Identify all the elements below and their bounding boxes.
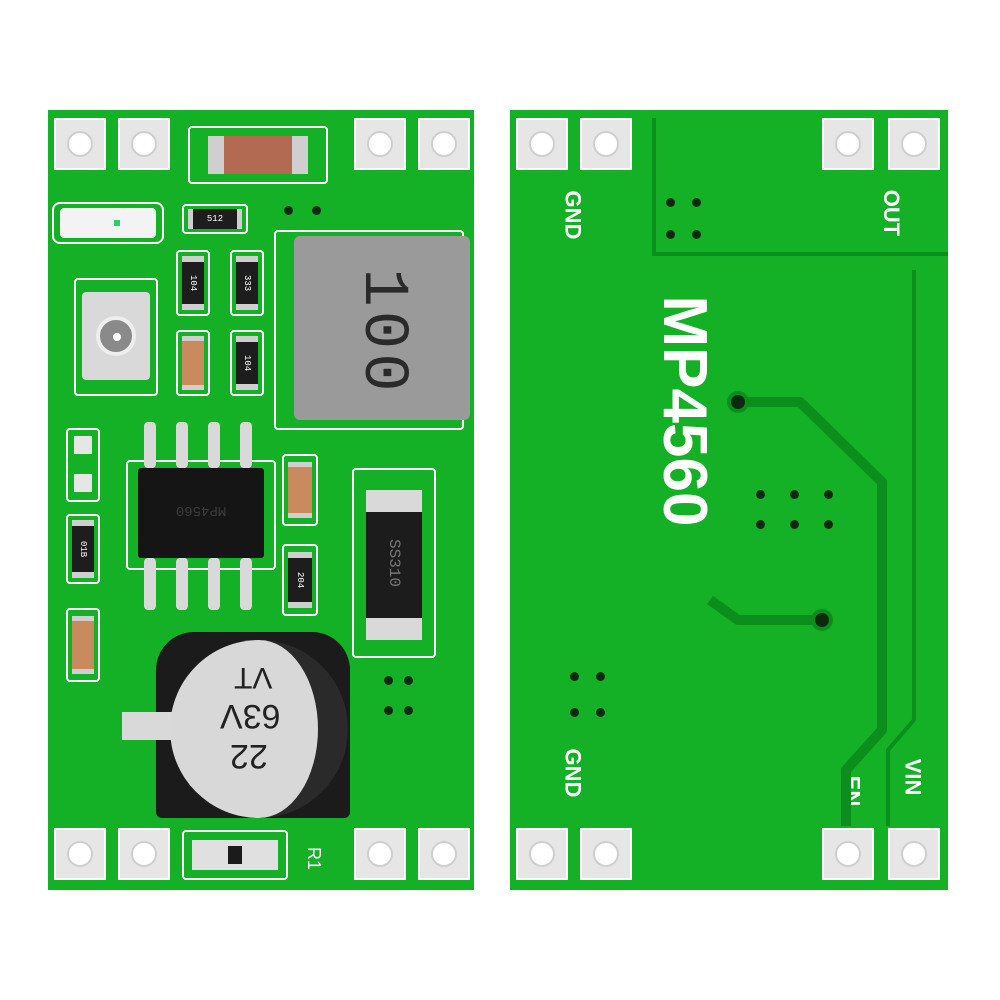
silk-r1: R1 — [304, 846, 325, 871]
chip: MP4560 — [138, 468, 264, 558]
res-01b-outline — [66, 514, 100, 584]
back-pad-top-2 — [580, 118, 632, 170]
front-pad-top-3 — [354, 118, 406, 170]
back-pad-bottom-2 — [580, 828, 632, 880]
cap-left-a2 — [74, 474, 92, 492]
chip-leg — [208, 422, 220, 468]
inductor: 100 — [294, 236, 470, 420]
cap-right-a-outline — [282, 454, 318, 526]
res-333-outline — [230, 250, 264, 316]
r1-outline — [182, 830, 288, 880]
diode-label: SS310 — [385, 538, 403, 587]
via — [824, 520, 833, 529]
trimmer-outline — [74, 278, 158, 396]
cap-left-a — [74, 436, 92, 454]
back-pad-top-4 — [888, 118, 940, 170]
top-resistor — [208, 136, 308, 174]
via — [756, 520, 765, 529]
via — [284, 206, 293, 215]
chip-leg — [176, 558, 188, 610]
chip-leg — [208, 558, 220, 610]
led — [60, 208, 156, 238]
via — [692, 230, 701, 239]
led-outline — [52, 202, 164, 244]
cap-small-a — [182, 336, 204, 390]
cap-right-a — [288, 462, 312, 518]
back-pcb-board: GND OUT GND EN VIN MP4560 — [510, 110, 948, 890]
via — [756, 490, 765, 499]
via — [692, 198, 701, 207]
copper-traces — [652, 118, 948, 826]
res-204-outline — [282, 544, 318, 616]
diode-outline — [352, 468, 436, 658]
via — [384, 676, 393, 685]
via — [596, 708, 605, 717]
back-pad-top-1 — [516, 118, 568, 170]
cap-text-1: 22 — [230, 737, 268, 775]
cap-small-a-outline — [176, 330, 210, 396]
electrolytic-capacitor: 22 63V VT — [170, 640, 348, 818]
res-104-a-outline — [176, 250, 210, 316]
front-pad-bottom-3 — [354, 828, 406, 880]
via — [666, 198, 675, 207]
cap-left-b — [72, 616, 94, 674]
top-resistor-outline — [188, 126, 328, 184]
inductor-label: 100 — [346, 268, 418, 396]
chip-outline — [126, 460, 276, 570]
chip-leg — [144, 558, 156, 610]
via — [384, 706, 393, 715]
trimmer-pot — [82, 292, 150, 380]
res-104-b-outline — [230, 330, 264, 396]
diode: SS310 — [366, 490, 422, 640]
via — [790, 490, 799, 499]
back-pad-bottom-3 — [822, 828, 874, 880]
front-pad-top-2 — [118, 118, 170, 170]
res-104-b: 104 — [236, 336, 258, 390]
via — [570, 672, 579, 681]
via — [666, 230, 675, 239]
res-01b: 01B — [72, 520, 94, 578]
back-pad-bottom-4 — [888, 828, 940, 880]
chip-leg — [240, 422, 252, 468]
front-pcb-board: 512 104 333 104 100 MP4560 01B 204 — [48, 110, 474, 890]
cap-lead — [122, 712, 172, 740]
via — [404, 706, 413, 715]
chip-leg — [144, 422, 156, 468]
via — [312, 206, 321, 215]
via — [824, 490, 833, 499]
back-pad-bottom-1 — [516, 828, 568, 880]
res-512-outline — [182, 204, 248, 234]
cap-text-3: VT — [234, 661, 273, 694]
chip-label: MP4560 — [175, 502, 227, 518]
cap-left-b-outline — [66, 608, 100, 682]
trimmer-knob — [96, 316, 136, 356]
back-pad-top-3 — [822, 118, 874, 170]
front-pad-top-4 — [418, 118, 470, 170]
r1-resistor — [192, 840, 278, 870]
cap-text-2: 63V — [220, 697, 281, 735]
res-512: 512 — [188, 209, 242, 229]
chip-leg — [240, 558, 252, 610]
via — [790, 520, 799, 529]
front-pad-top-1 — [54, 118, 106, 170]
led-dot — [114, 220, 120, 226]
front-pad-bottom-1 — [54, 828, 106, 880]
via — [404, 676, 413, 685]
front-pad-bottom-2 — [118, 828, 170, 880]
via — [596, 672, 605, 681]
res-333: 333 — [236, 256, 258, 310]
via — [570, 708, 579, 717]
front-pad-bottom-4 — [418, 828, 470, 880]
chip-leg — [176, 422, 188, 468]
res-104-a: 104 — [182, 256, 204, 310]
res-204: 204 — [288, 552, 312, 608]
cap-left-a-outline — [66, 428, 100, 502]
